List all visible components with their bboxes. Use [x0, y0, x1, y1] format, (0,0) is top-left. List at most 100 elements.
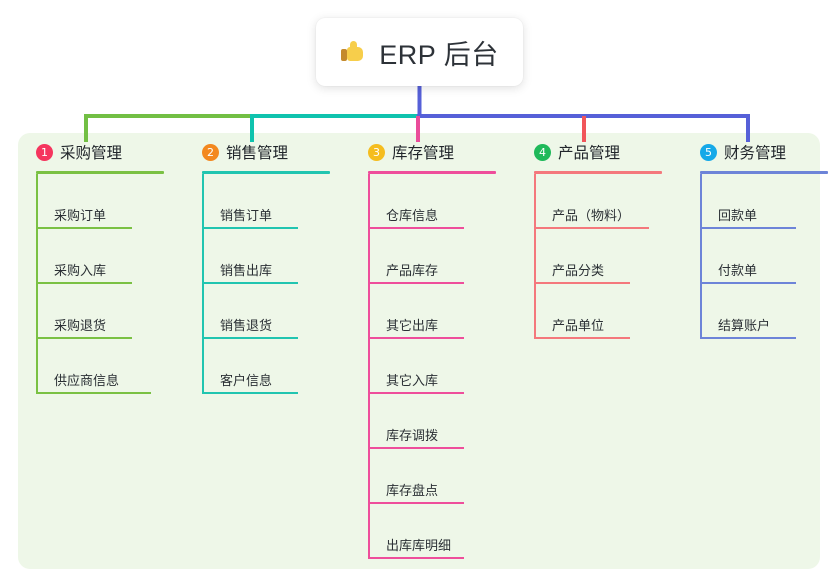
- list-item-label: 销售退货: [220, 318, 273, 333]
- list-item-label: 产品单位: [552, 318, 605, 333]
- list-item[interactable]: 产品单位: [534, 284, 682, 339]
- root-title-row: ERP 后台: [340, 33, 499, 72]
- list-item-label: 采购退货: [54, 318, 107, 333]
- column-header-5[interactable]: 5 财务管理: [682, 133, 839, 171]
- list-item[interactable]: 供应商信息: [36, 339, 184, 394]
- list-item-label: 客户信息: [220, 373, 273, 388]
- list-item-label: 产品分类: [552, 263, 605, 278]
- column-rule-5: [700, 171, 828, 174]
- list-item-rule: [36, 392, 151, 394]
- column-badge-5: 5: [700, 143, 717, 161]
- column-spine-5: [700, 174, 702, 339]
- list-item[interactable]: 出库库明细: [368, 504, 516, 559]
- list-item[interactable]: 结算账户: [700, 284, 839, 339]
- column-rule-4: [534, 171, 662, 174]
- column-items-3: 仓库信息产品库存其它出库其它入库库存调拨库存盘点出库库明细: [368, 174, 516, 559]
- list-item-label: 采购入库: [54, 263, 107, 278]
- thumbs-up-icon: [340, 38, 368, 66]
- list-item-label: 仓库信息: [386, 208, 439, 223]
- list-item-label: 回款单: [718, 208, 758, 223]
- list-item-label: 库存盘点: [386, 483, 439, 498]
- column-3: 3 库存管理仓库信息产品库存其它出库其它入库库存调拨库存盘点出库库明细: [350, 133, 516, 569]
- list-item-rule: [202, 337, 298, 339]
- list-item-label: 销售出库: [220, 263, 273, 278]
- list-item[interactable]: 销售出库: [202, 229, 350, 284]
- list-item[interactable]: 采购订单: [36, 174, 184, 229]
- list-item-rule: [368, 392, 464, 394]
- column-2: 2 销售管理销售订单销售出库销售退货客户信息: [184, 133, 350, 569]
- list-item-label: 供应商信息: [54, 373, 120, 388]
- column-badge-3: 3: [368, 143, 385, 161]
- root-node-card[interactable]: ERP 后台: [316, 18, 523, 86]
- list-item[interactable]: 销售退货: [202, 284, 350, 339]
- list-item-rule: [202, 392, 298, 394]
- list-item[interactable]: 产品（物料）: [534, 174, 682, 229]
- column-spine-1: [36, 174, 38, 394]
- list-item-rule: [368, 227, 464, 229]
- column-5: 5 财务管理回款单付款单结算账户: [682, 133, 839, 569]
- list-item-rule: [368, 502, 464, 504]
- list-item-label: 产品库存: [386, 263, 439, 278]
- column-rule-1: [36, 171, 164, 174]
- column-header-2[interactable]: 2 销售管理: [184, 133, 350, 171]
- list-item-label: 其它出库: [386, 318, 439, 333]
- list-item-rule: [36, 337, 132, 339]
- list-item[interactable]: 仓库信息: [368, 174, 516, 229]
- list-item-rule: [700, 227, 796, 229]
- list-item-rule: [534, 282, 630, 284]
- column-title-4: 产品管理: [558, 145, 621, 162]
- list-item-rule: [368, 337, 464, 339]
- list-item-rule: [700, 337, 796, 339]
- list-item[interactable]: 其它入库: [368, 339, 516, 394]
- list-item[interactable]: 库存调拨: [368, 394, 516, 449]
- list-item-label: 其它入库: [386, 373, 439, 388]
- column-badge-1: 1: [36, 143, 53, 161]
- column-items-5: 回款单付款单结算账户: [700, 174, 839, 339]
- column-spine-4: [534, 174, 536, 339]
- column-spine-3: [368, 174, 370, 559]
- column-title-3: 库存管理: [392, 145, 455, 162]
- column-badge-4: 4: [534, 143, 551, 161]
- list-item-rule: [368, 557, 464, 559]
- list-item-label: 结算账户: [718, 318, 771, 333]
- column-1: 1 采购管理采购订单采购入库采购退货供应商信息: [18, 133, 184, 569]
- list-item[interactable]: 其它出库: [368, 284, 516, 339]
- column-header-3[interactable]: 3 库存管理: [350, 133, 516, 171]
- list-item-rule: [36, 227, 132, 229]
- column-title-2: 销售管理: [226, 145, 289, 162]
- list-item-label: 销售订单: [220, 208, 273, 223]
- list-item[interactable]: 客户信息: [202, 339, 350, 394]
- list-item-rule: [700, 282, 796, 284]
- column-rule-3: [368, 171, 496, 174]
- column-header-1[interactable]: 1 采购管理: [18, 133, 184, 171]
- column-items-4: 产品（物料） 产品分类产品单位: [534, 174, 682, 339]
- list-item[interactable]: 销售订单: [202, 174, 350, 229]
- column-header-4[interactable]: 4 产品管理: [516, 133, 682, 171]
- list-item-label: 库存调拨: [386, 428, 439, 443]
- list-item[interactable]: 采购退货: [36, 284, 184, 339]
- column-badge-2: 2: [202, 143, 219, 161]
- list-item-rule: [36, 282, 132, 284]
- column-title-5: 财务管理: [724, 145, 787, 162]
- list-item[interactable]: 采购入库: [36, 229, 184, 284]
- list-item-label: 采购订单: [54, 208, 107, 223]
- list-item-rule: [368, 282, 464, 284]
- list-item-rule: [534, 227, 649, 229]
- column-items-2: 销售订单销售出库销售退货客户信息: [202, 174, 350, 394]
- list-item[interactable]: 库存盘点: [368, 449, 516, 504]
- list-item-rule: [202, 227, 298, 229]
- list-item[interactable]: 付款单: [700, 229, 839, 284]
- column-items-1: 采购订单采购入库采购退货供应商信息: [36, 174, 184, 394]
- root-title-text: ERP 后台: [379, 39, 499, 70]
- column-title-1: 采购管理: [60, 145, 123, 162]
- columns-container: 1 采购管理采购订单采购入库采购退货供应商信息 2 销售管理销售订单销售出库销售退货客…: [18, 133, 828, 569]
- list-item[interactable]: 回款单: [700, 174, 839, 229]
- list-item-rule: [368, 447, 464, 449]
- list-item-rule: [202, 282, 298, 284]
- list-item[interactable]: 产品库存: [368, 229, 516, 284]
- diagram-panel: [18, 133, 820, 569]
- list-item[interactable]: 产品分类: [534, 229, 682, 284]
- column-rule-2: [202, 171, 330, 174]
- list-item-label: 产品（物料）: [552, 208, 631, 223]
- list-item-rule: [534, 337, 630, 339]
